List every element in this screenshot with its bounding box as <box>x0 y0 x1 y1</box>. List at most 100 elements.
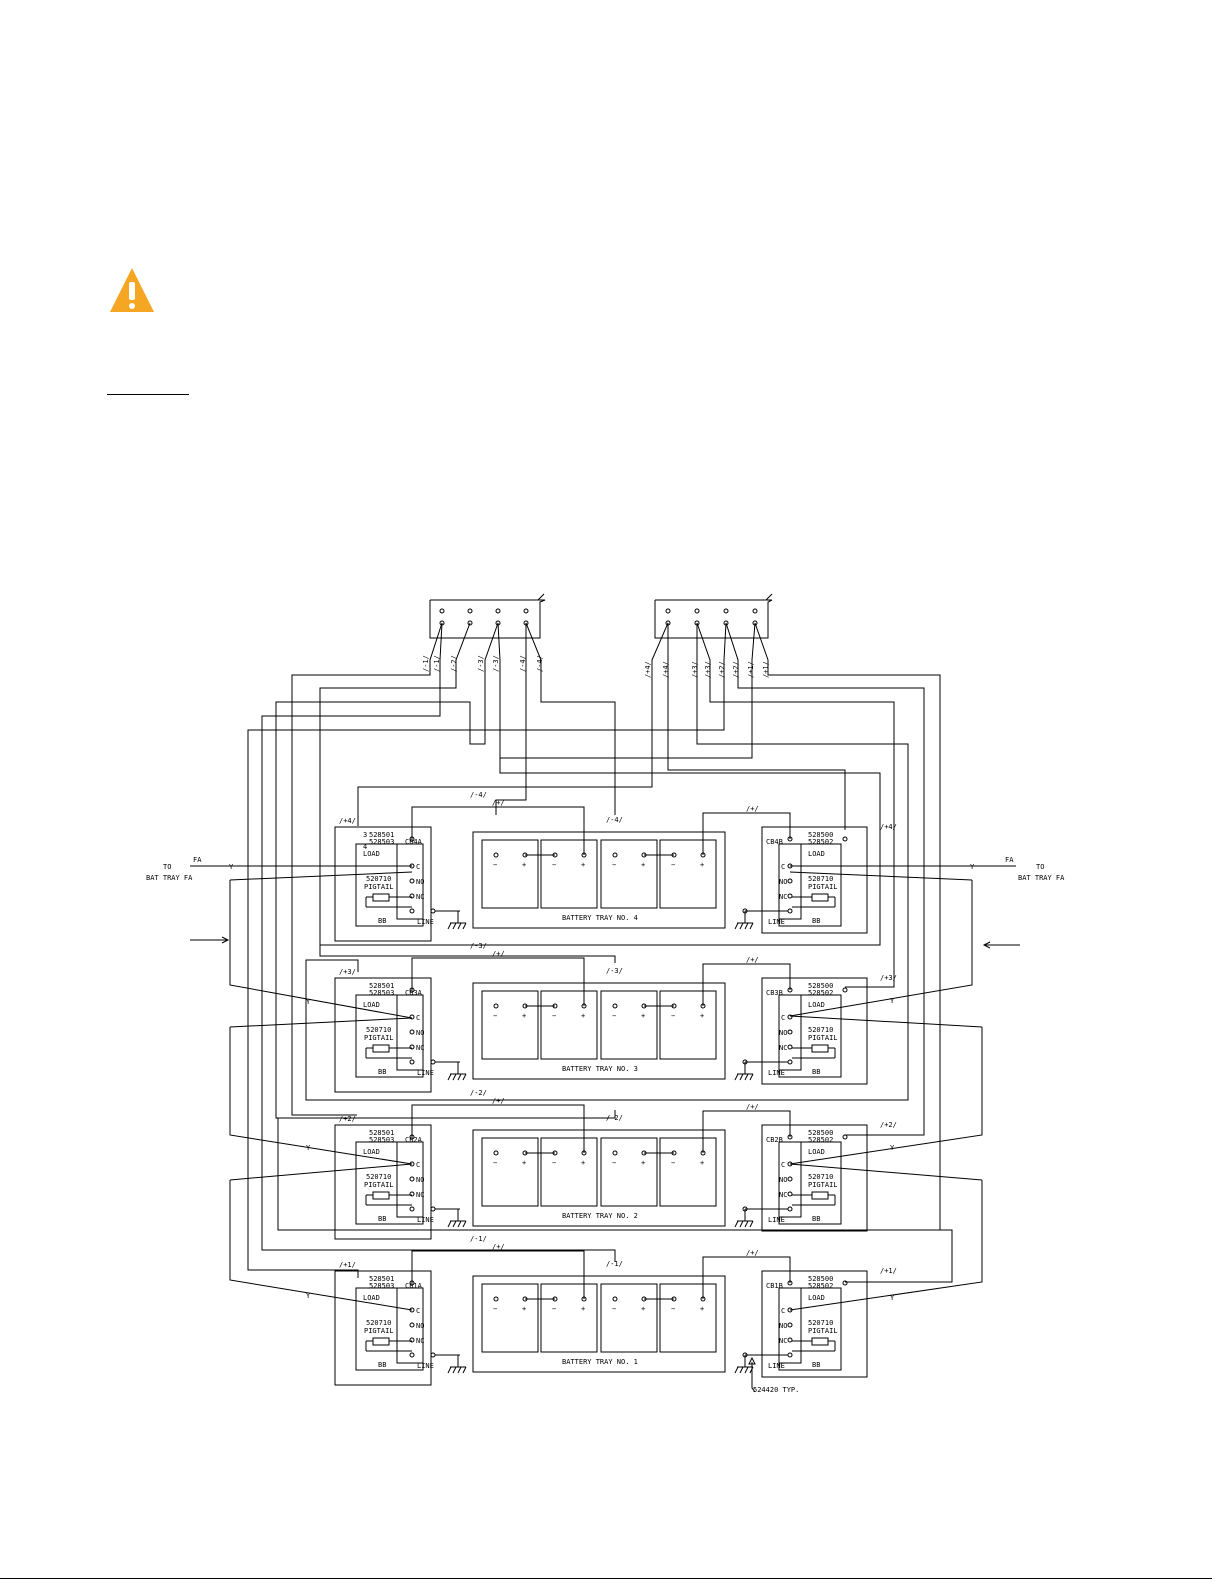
battery-cell <box>481 839 539 909</box>
resistor <box>372 1337 390 1346</box>
terminal-minus: − <box>612 1305 616 1313</box>
battery-tray <box>472 1275 726 1373</box>
terminal-plus: + <box>641 1012 645 1020</box>
terminal-plus: + <box>641 861 645 869</box>
terminal-plus: + <box>581 1305 585 1313</box>
load-label: LOAD <box>363 1294 380 1302</box>
terminal-plus: + <box>700 861 704 869</box>
line-label: LINE <box>417 1216 434 1224</box>
wire-label: /+2/ <box>880 1121 897 1129</box>
top-wire-label: /-1/ <box>433 655 441 672</box>
battery-cell <box>659 1137 717 1207</box>
breaker-id: CB1B <box>766 1282 783 1290</box>
contact-c: C <box>781 1307 785 1315</box>
y-label: Y <box>306 998 311 1006</box>
jumper-label: /+/ <box>492 950 505 958</box>
pigtail-label: PIGTAIL <box>808 883 838 891</box>
y-label: Y <box>970 863 975 871</box>
y-label: Y <box>890 1144 895 1152</box>
resistor <box>372 893 390 902</box>
top-wire-label: /-3/ <box>492 655 500 672</box>
breaker-id: CB2B <box>766 1136 783 1144</box>
breaker-box-left <box>334 1124 432 1240</box>
contact-c: C <box>781 863 785 871</box>
terminal-plus: + <box>522 861 526 869</box>
pigtail-part: 520710 <box>808 1319 833 1327</box>
part-number: 528503 <box>369 989 394 997</box>
wire-label: /-3/ <box>606 967 623 975</box>
breaker-contact-right <box>778 994 802 1071</box>
part-number: 528501 <box>369 831 394 839</box>
contact-no: NO <box>779 1176 787 1184</box>
battery-cell <box>481 1137 539 1207</box>
contact-c: C <box>781 1014 785 1022</box>
battery-tray <box>472 1129 726 1227</box>
contact-no: NO <box>779 878 787 886</box>
wire-label: /-3/ <box>470 942 487 950</box>
ground-icon <box>447 1209 467 1228</box>
bb-label: BB <box>812 1068 820 1076</box>
terminal-plus: + <box>522 1305 526 1313</box>
terminal-plus: + <box>700 1012 704 1020</box>
line-label: LINE <box>417 1362 434 1370</box>
breaker-box-right <box>761 1124 868 1232</box>
part-number: 528502 <box>808 1282 833 1290</box>
load-label: LOAD <box>808 850 825 858</box>
y-label: Y <box>306 1144 311 1152</box>
bb-label: BB <box>378 1068 386 1076</box>
line-label: LINE <box>768 1069 785 1077</box>
terminal-minus: − <box>552 1012 556 1020</box>
terminal-minus: − <box>612 1012 616 1020</box>
harness-wires <box>247 622 953 1283</box>
y-label: Y <box>306 1292 311 1300</box>
breaker-id: CB4B <box>766 838 783 846</box>
wire-label: /+3/ <box>339 968 356 976</box>
breaker-id: CB1A <box>405 1282 423 1290</box>
terminal-minus: − <box>671 1012 675 1020</box>
line-label: LINE <box>768 1362 785 1370</box>
breaker-contact-left <box>396 843 424 920</box>
wire-label: /+1/ <box>880 1267 897 1275</box>
top-wire-label: /+2/ <box>732 661 740 678</box>
resistor <box>372 1044 390 1053</box>
pigtail-label: PIGTAIL <box>364 1034 394 1042</box>
part-number: 528503 <box>369 1136 394 1144</box>
breaker-id: CB2A <box>405 1136 423 1144</box>
y-label: Y <box>229 863 234 871</box>
line-label: LINE <box>768 1216 785 1224</box>
section-rule <box>107 394 189 395</box>
top-wire-label: /+3/ <box>691 661 699 678</box>
jumper-label: /+/ <box>492 1243 505 1251</box>
breaker-box-left <box>334 1270 432 1386</box>
load-label: LOAD <box>363 1148 380 1156</box>
breaker-box-left <box>334 977 432 1093</box>
contact-no: NO <box>416 1176 424 1184</box>
terminal-plus: + <box>522 1159 526 1167</box>
terminal-minus: − <box>552 861 556 869</box>
mark: 4 <box>363 843 367 851</box>
breaker-contact-right <box>778 843 802 920</box>
pigtail-label: PIGTAIL <box>364 883 394 891</box>
breaker-contact-left <box>396 994 424 1071</box>
breaker-box-left <box>334 826 432 942</box>
contact-c: C <box>781 1161 785 1169</box>
jumper-label: /+/ <box>746 1249 759 1257</box>
contact-no: NO <box>416 1322 424 1330</box>
battery-tray <box>472 831 726 929</box>
terminal-minus: − <box>493 1012 497 1020</box>
fa-harness <box>190 865 1020 1311</box>
terminal-plus: + <box>581 1012 585 1020</box>
top-wire-label: /+1/ <box>747 661 755 678</box>
part-number: 528501 <box>369 1129 394 1137</box>
terminal-plus: + <box>641 1159 645 1167</box>
top-wire-label: /+1/ <box>762 661 770 678</box>
battery-cell <box>481 990 539 1060</box>
pigtail-label: PIGTAIL <box>808 1327 838 1335</box>
terminal-minus: − <box>552 1159 556 1167</box>
bb-label: BB <box>812 917 820 925</box>
battery-cell <box>540 990 598 1060</box>
distribution-block-negative <box>429 593 546 639</box>
top-wire-label: /+2/ <box>718 661 726 678</box>
contact-no: NO <box>416 1029 424 1037</box>
